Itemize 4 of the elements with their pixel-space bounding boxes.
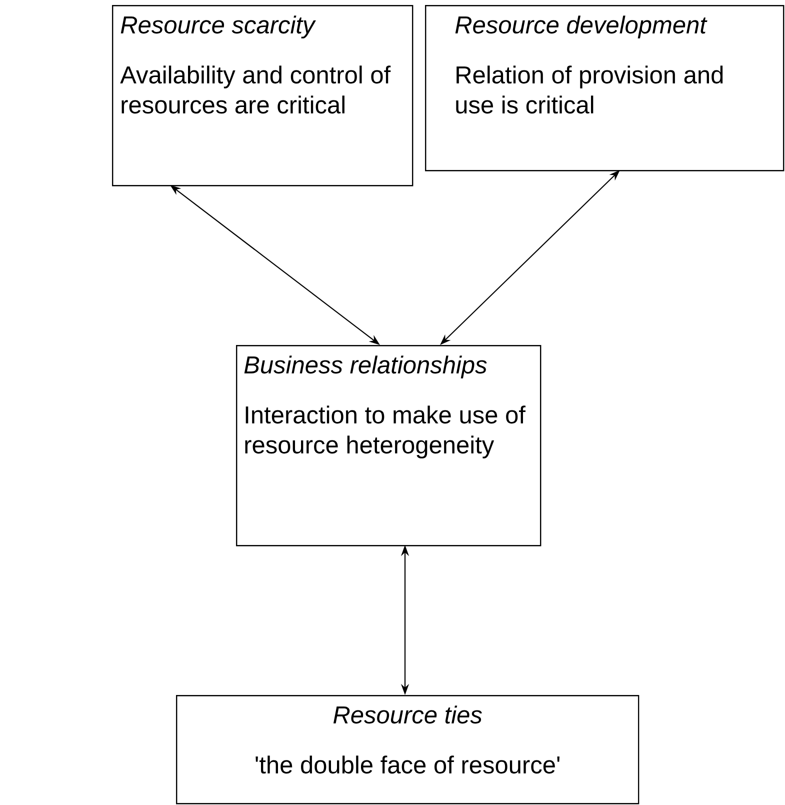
text-box: Business relationships Interaction to make use of resource heterogeneity (236, 345, 542, 546)
text-box: Resource development Relation of provision and use is critical (425, 5, 784, 172)
text-box: Resource ties 'the double face of resource' (176, 695, 640, 804)
text-box: Resource scarcity Availability and control of resources are critical (112, 5, 414, 186)
